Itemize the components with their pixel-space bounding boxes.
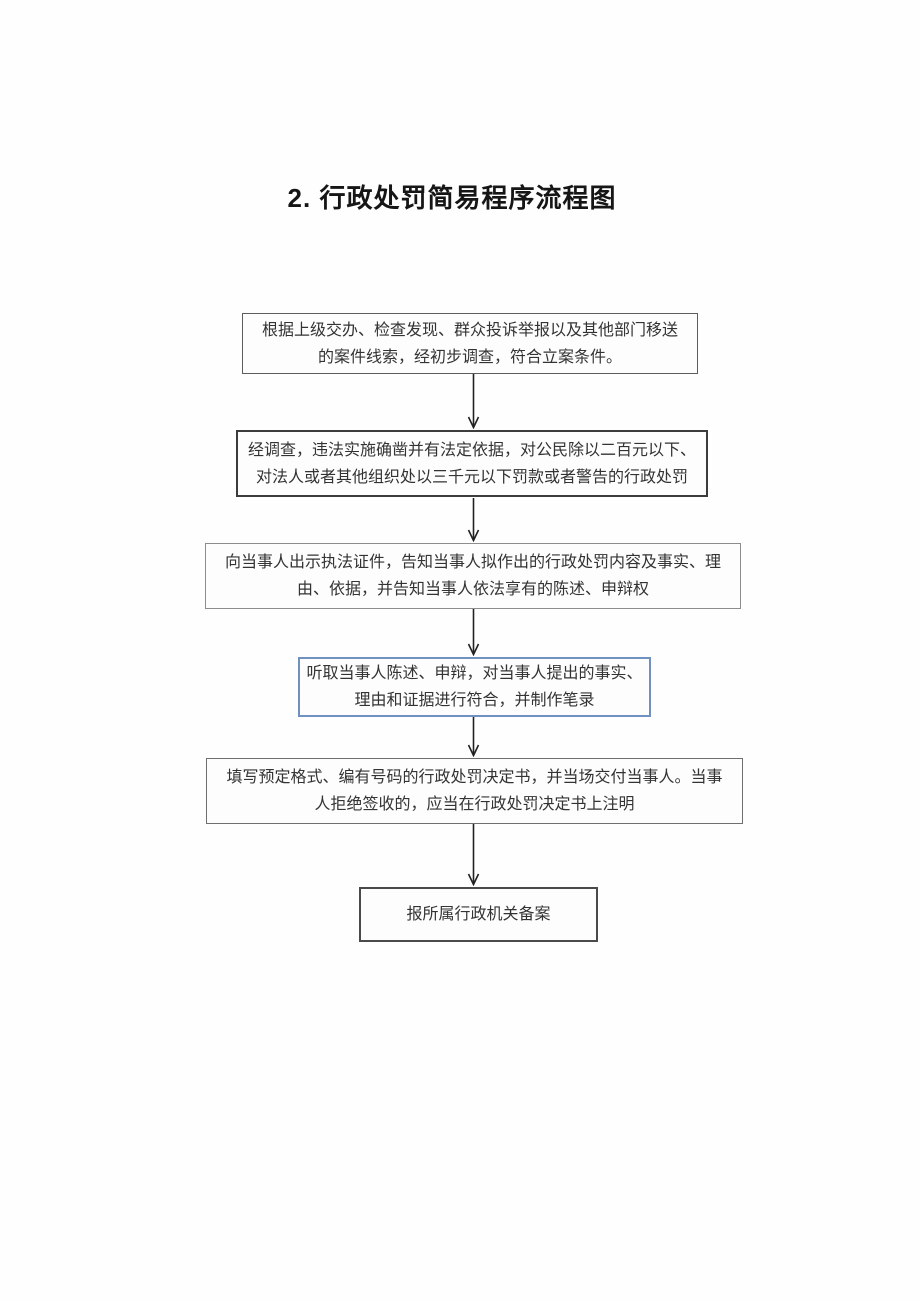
flow-node-hear-statement: 听取当事人陈述、申辩，对当事人提出的事实、 理由和证据进行符合，并制作笔录	[298, 657, 651, 717]
flow-node-investigation-result: 经调查，违法实施确凿并有法定依据，对公民除以二百元以下、 对法人或者其他组织处以…	[236, 430, 708, 497]
node-text-line: 的案件线索，经初步调查，符合立案条件。	[317, 348, 622, 366]
node-text-line: 报所属行政机关备案	[406, 906, 551, 923]
node-text-line: 对法人或者其他组织处以三千元以下罚款或者警告的行政处罚	[255, 468, 688, 486]
node-text-line: 理由和证据进行符合，并制作笔录	[354, 692, 595, 709]
node-text-line: 听取当事人陈述、申辩，对当事人提出的事实、	[306, 665, 643, 682]
node-text-line: 由、依据，并告知当事人依法享有的陈述、申辩权	[296, 581, 649, 598]
down-arrow-icon	[467, 498, 480, 542]
node-text-line: 经调查，违法实施确凿并有法定依据，对公民除以二百元以下、	[247, 441, 696, 459]
flow-node-show-credentials: 向当事人出示执法证件，告知当事人拟作出的行政处罚内容及事实、理 由、依据，并告知…	[205, 543, 741, 609]
flow-node-case-source: 根据上级交办、检查发现、群众投诉举报以及其他部门移送 的案件线索，经初步调查，符…	[242, 313, 698, 374]
flow-node-fill-decision: 填写预定格式、编有号码的行政处罚决定书，并当场交付当事人。当事 人拒绝签收的，应…	[206, 758, 743, 824]
page-title: 2. 行政处罚简易程序流程图	[287, 183, 617, 213]
down-arrow-icon	[467, 609, 480, 656]
down-arrow-icon	[467, 374, 480, 429]
down-arrow-icon	[467, 824, 480, 886]
node-text-line: 向当事人出示执法证件，告知当事人拟作出的行政处罚内容及事实、理	[224, 554, 721, 571]
flow-node-report-record: 报所属行政机关备案	[359, 887, 598, 942]
node-text-line: 根据上级交办、检查发现、群众投诉举报以及其他部门移送	[261, 321, 678, 339]
node-text-line: 人拒绝签收的，应当在行政处罚决定书上注明	[314, 796, 635, 813]
node-text-line: 填写预定格式、编有号码的行政处罚决定书，并当场交付当事人。当事	[226, 769, 723, 786]
down-arrow-icon	[467, 717, 480, 757]
